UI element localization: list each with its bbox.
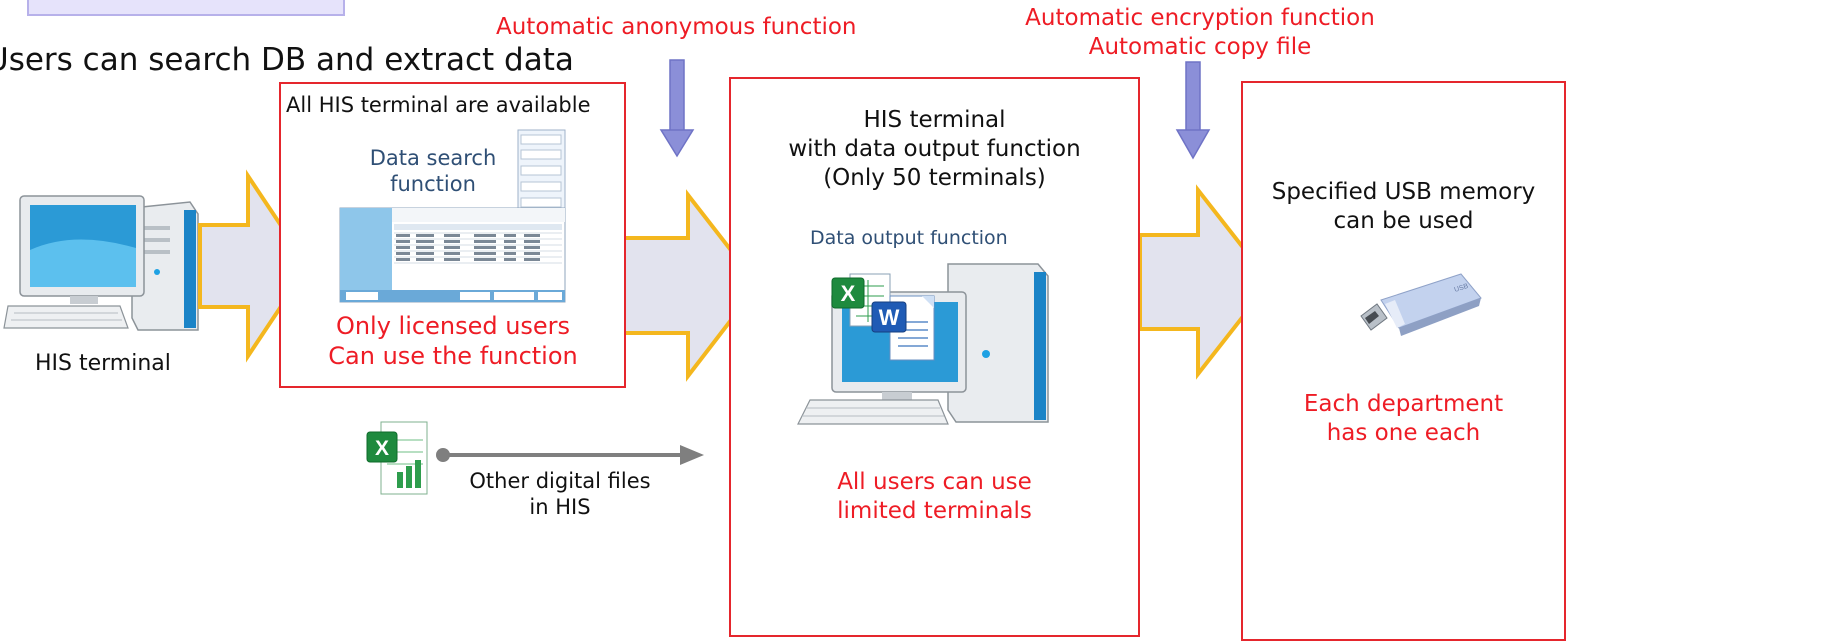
- licensed-users-note: Only licensed users Can use the function: [300, 311, 606, 371]
- svg-text:W: W: [879, 305, 900, 330]
- licensed-note-line-1: Only licensed users: [335, 312, 571, 340]
- function-line-1: Data search: [369, 146, 497, 170]
- data-output-terminal-title: HIS terminal with data output function (…: [729, 106, 1140, 192]
- function-line-2: function: [390, 172, 476, 197]
- usb-memory-icon: USB: [1360, 273, 1482, 336]
- other-files-connector-arrow: [436, 445, 704, 465]
- licensed-note-line-2: Can use the function: [328, 342, 578, 370]
- word-icon: W: [871, 295, 935, 361]
- department-note-line-1: Each department: [1303, 391, 1504, 417]
- usb-title-line-1: Specified USB memory: [1271, 179, 1536, 205]
- data-output-function-label: Data output function: [810, 227, 1008, 249]
- excel-file-icon: X: [366, 421, 428, 495]
- other-digital-files-label: Other digital files in HIS: [440, 468, 680, 521]
- svg-text:X: X: [841, 281, 856, 306]
- department-note: Each department has one each: [1241, 390, 1566, 448]
- all-users-note: All users can use limited terminals: [729, 468, 1140, 526]
- data-output-box: [729, 77, 1140, 637]
- department-note-line-2: has one each: [1326, 419, 1481, 446]
- flow-arrow-2: [622, 189, 761, 382]
- all-users-note-line-2: limited terminals: [837, 497, 1032, 524]
- data-search-function-label: Data search function: [350, 145, 516, 198]
- flow-arrow-1: [198, 169, 311, 363]
- encryption-line-1: Automatic encryption function: [1025, 5, 1375, 31]
- usb-title-line-2: can be used: [1333, 207, 1474, 234]
- all-terminals-label: All HIS terminal are available: [286, 93, 591, 117]
- search-ui-screenshot: [339, 129, 566, 303]
- encryption-function-label: Automatic encryption function Automatic …: [1010, 4, 1390, 62]
- legend-box: [27, 0, 345, 16]
- svg-text:USB: USB: [1453, 283, 1469, 294]
- usb-memory-box: [1241, 81, 1566, 641]
- his-terminal-caption: HIS terminal: [35, 351, 171, 376]
- other-files-line-1: Other digital files: [469, 469, 651, 493]
- page-title: Users can search DB and extract data: [0, 42, 574, 78]
- flow-arrow-3: [1138, 184, 1273, 380]
- down-arrow-encryption: [1175, 61, 1211, 160]
- terminal-title-line-2: with data output function: [788, 135, 1081, 162]
- encryption-line-2: Automatic copy file: [1088, 33, 1312, 60]
- usb-memory-title: Specified USB memory can be used: [1241, 178, 1566, 236]
- svg-text:X: X: [375, 437, 389, 460]
- his-terminal-computer-icon: [3, 195, 199, 331]
- other-files-line-2: in HIS: [529, 495, 591, 520]
- terminal-title-line-1: HIS terminal: [863, 107, 1006, 133]
- anonymous-function-label: Automatic anonymous function: [496, 14, 857, 40]
- terminal-title-line-3: (Only 50 terminals): [823, 164, 1046, 191]
- down-arrow-anonymous: [659, 59, 695, 158]
- all-users-note-line-1: All users can use: [837, 469, 1032, 495]
